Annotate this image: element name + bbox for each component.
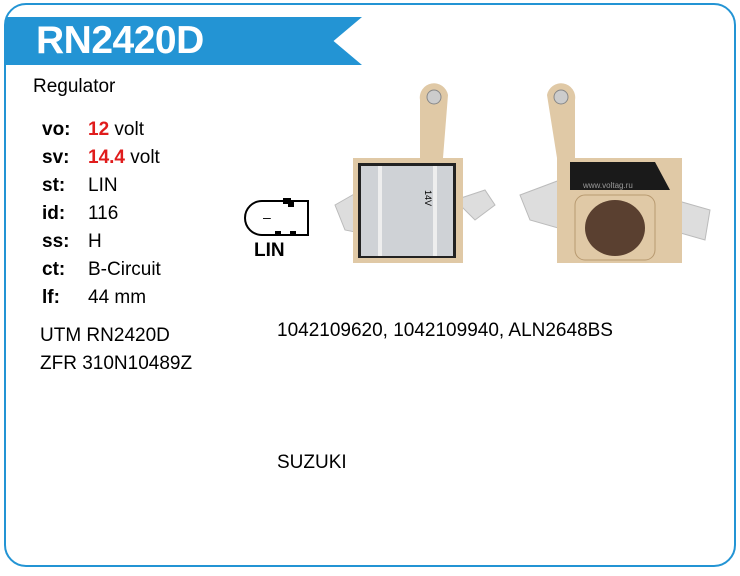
spec-row: vo:12 volt <box>42 119 144 140</box>
title-banner <box>6 17 362 65</box>
spec-row: id:116 <box>42 203 119 224</box>
spec-row: sv:14.4 volt <box>42 147 160 168</box>
regulator-photo: 14V www.voltag.ru <box>334 83 711 263</box>
spec-row: st:LIN <box>42 175 118 196</box>
product-card <box>4 3 736 567</box>
connector-label: LIN <box>254 240 285 261</box>
svg-text:–: – <box>263 209 271 225</box>
spec-row: lf:44 mm <box>42 287 147 308</box>
part-number: RN2420D <box>36 19 204 62</box>
oem-numbers: 1042109620, 1042109940, ALN2648BS <box>277 320 613 341</box>
svg-text:14V: 14V <box>423 190 433 206</box>
connector-icon: – <box>244 198 309 236</box>
vehicle-make: SUZUKI <box>277 452 347 473</box>
cross-references: UTM RN2420D ZFR 310N10489Z <box>40 325 193 374</box>
svg-text:www.voltag.ru: www.voltag.ru <box>582 181 633 190</box>
product-type: Regulator <box>33 76 116 97</box>
spec-row: ss:H <box>42 231 102 252</box>
spec-list: vo:12 volt sv:14.4 volt st:LIN id:116 ss… <box>42 116 161 312</box>
spec-row: ct:B-Circuit <box>42 259 161 280</box>
